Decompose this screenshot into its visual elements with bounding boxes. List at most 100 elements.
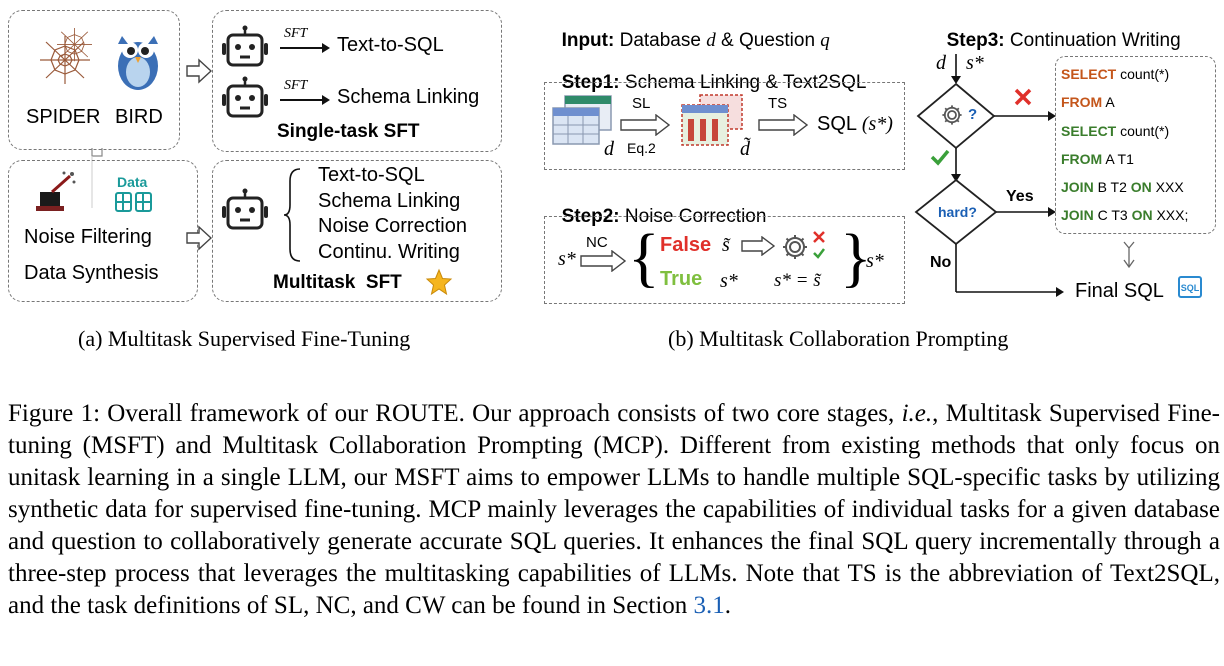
arrow-down-open	[1123, 241, 1135, 269]
sql-text: count(*)	[1116, 66, 1170, 82]
multi-task-4: Continu. Writing	[318, 241, 460, 263]
input-label: Input:	[561, 30, 615, 51]
step3-text: Continuation Writing	[1009, 30, 1181, 51]
step2-box	[544, 216, 905, 304]
sql-line-4: FROM A T1	[1061, 151, 1134, 167]
sql-keyword: SELECT	[1061, 123, 1117, 139]
sft-arrow-label: SFT	[284, 26, 308, 41]
curly-brace	[283, 168, 301, 262]
input-q: q	[820, 30, 830, 51]
task-schema-linking: Schema Linking	[337, 86, 480, 108]
arrow-hollow	[186, 225, 212, 251]
input-text-b: & Question	[721, 30, 816, 51]
s-equals: s* = s̃	[774, 270, 821, 291]
input-d: d	[706, 30, 716, 51]
input-line: Input: Database d & Question q	[551, 8, 830, 52]
caption-ie: i.e.	[901, 400, 933, 427]
brace-right: }	[840, 221, 872, 294]
magic-hat-icon	[36, 171, 76, 211]
robot-icon	[222, 188, 268, 230]
sql-output-label: SQL	[817, 113, 857, 135]
sql-keyword: FROM	[1061, 94, 1103, 110]
sql-text: count(*)	[1116, 123, 1170, 139]
sql-line-1: SELECT count(*)	[1061, 66, 1169, 82]
multi-task-1: Text-to-SQL	[318, 164, 425, 186]
arrow-right	[280, 43, 330, 53]
spider-web-icon	[40, 28, 92, 84]
data-synthesis-label: Data Synthesis	[24, 262, 159, 284]
nc-label: NC	[586, 234, 608, 251]
robot-icon	[222, 25, 268, 67]
check-icon	[930, 149, 950, 166]
sql-badge-icon: SQL	[1178, 276, 1202, 298]
caption-lead: Figure 1: Overall framework of our ROUTE…	[8, 400, 895, 427]
sql-line-2: FROM A	[1061, 94, 1115, 110]
sql-text: C T3	[1093, 207, 1132, 223]
bird-mascot-icon	[118, 36, 158, 90]
noise-filtering-label: Noise Filtering	[24, 226, 152, 248]
data-icon-label: Data	[117, 174, 148, 190]
robot-icon	[222, 76, 268, 118]
multitask-box	[212, 160, 502, 302]
arrow-hollow	[758, 114, 808, 136]
cross-icon	[1014, 88, 1032, 106]
sql-line-5: JOIN B T2 ON XXX	[1061, 179, 1184, 195]
multi-task-3: Noise Correction	[318, 215, 467, 237]
true-label: True	[660, 268, 703, 290]
sft-arrow-label: SFT	[284, 78, 308, 93]
question-mark: ?	[968, 106, 978, 123]
sql-keyword: FROM	[1061, 151, 1103, 167]
step3-label: Step3:	[946, 30, 1005, 51]
yes-label: Yes	[1006, 188, 1034, 205]
datasets-box	[8, 10, 180, 150]
arrow-right	[280, 95, 330, 105]
sql-line-3: SELECT count(*)	[1061, 123, 1169, 139]
sql-code-box	[1055, 56, 1216, 234]
sql-output-sym: (s*)	[861, 113, 893, 135]
flowchart	[914, 54, 1064, 297]
eq-label: Eq.2	[627, 140, 656, 156]
arrow-hollow	[741, 236, 775, 256]
ts-label: TS	[768, 95, 788, 112]
data-processing-box	[8, 160, 198, 302]
step3-heading: Step3: Continuation Writing	[936, 8, 1181, 52]
star-icon	[425, 268, 453, 296]
task-text-to-sql: Text-to-SQL	[337, 34, 444, 56]
sl-label: SL	[632, 95, 651, 112]
caption-section-ref[interactable]: 3.1	[693, 592, 725, 619]
gear-icon	[783, 235, 807, 259]
single-task-title: Single-task SFT	[277, 121, 420, 142]
sql-keyword: SELECT	[1061, 66, 1117, 82]
multi-task-2: Schema Linking	[318, 190, 461, 212]
sql-text: XXX;	[1152, 207, 1189, 223]
cross-icon	[813, 231, 825, 243]
sql-keyword: JOIN	[1061, 207, 1094, 223]
flow-d: d	[936, 52, 946, 74]
sql-keyword: ON	[1131, 207, 1153, 223]
sql-text: B T2	[1093, 179, 1131, 195]
false-label: False	[660, 234, 712, 256]
brace-left: {	[628, 221, 660, 294]
connector-line	[91, 148, 103, 208]
caption-a: (a) Multitask Supervised Fine-Tuning	[78, 326, 411, 351]
multitask-title: Multitask SFT	[273, 272, 402, 293]
sql-text: A T1	[1102, 151, 1134, 167]
linked-schema-icon	[681, 94, 743, 146]
s-star-out: s*	[866, 250, 884, 272]
caption-body: , Multitask Supervised Fine-tuning (MSFT…	[8, 400, 1220, 619]
sql-output: SQL (s*)	[817, 113, 893, 136]
step1-box	[544, 82, 905, 170]
flow-s-star: s*	[966, 52, 984, 74]
no-label: No	[930, 254, 952, 271]
final-sql-label: Final SQL	[1075, 280, 1164, 302]
caption-end: .	[724, 592, 732, 619]
d-tilde-symbol: d̃	[740, 138, 750, 160]
sql-keyword: JOIN	[1061, 179, 1094, 195]
arrow-hollow	[620, 114, 670, 136]
caption-b: (b) Multitask Collaboration Prompting	[668, 326, 1009, 351]
s-star-true: s*	[720, 270, 738, 292]
arrow-hollow	[186, 58, 212, 84]
database-table-icon	[552, 95, 612, 145]
data-grid-icon	[115, 192, 152, 212]
check-icon	[813, 248, 825, 259]
